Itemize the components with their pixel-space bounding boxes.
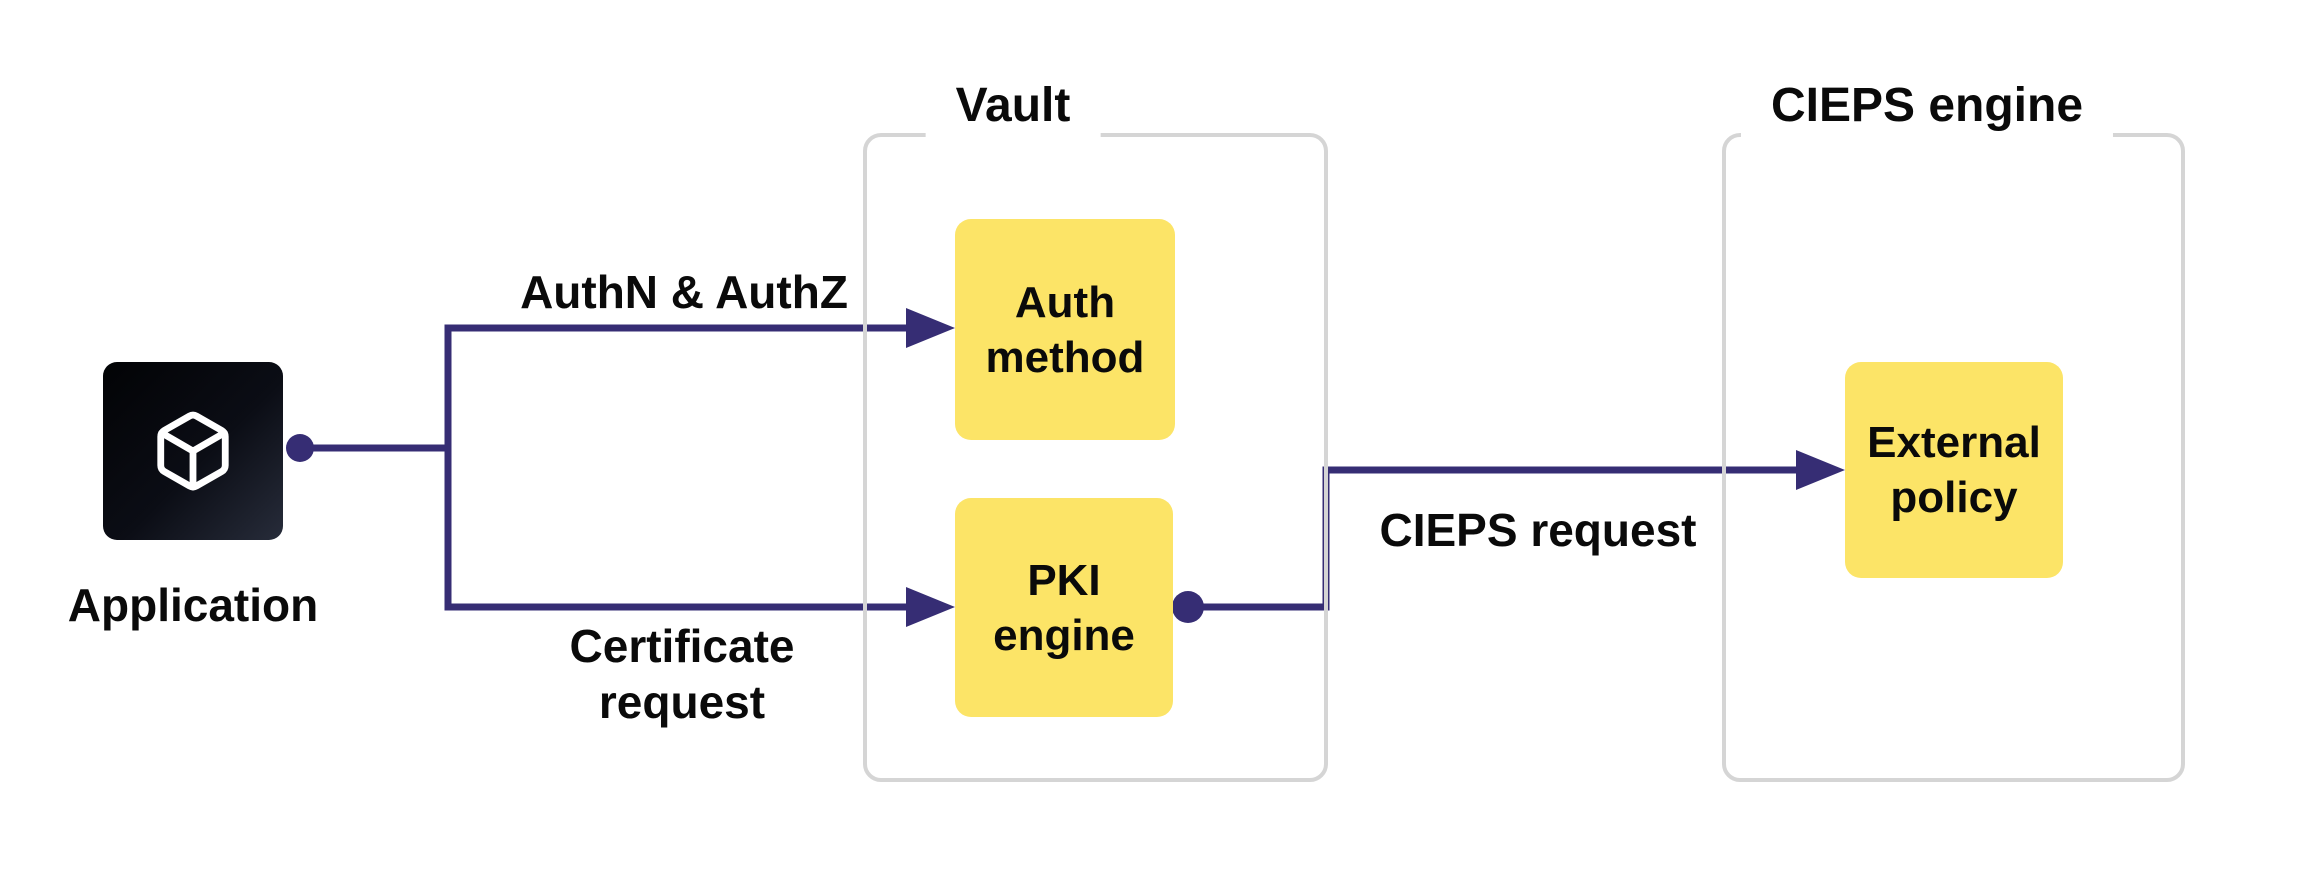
cieps-engine-group: CIEPS engine	[1722, 80, 2185, 782]
external-policy-node: External policy	[1845, 362, 2063, 578]
cube-icon	[150, 408, 236, 494]
auth-method-node: Auth method	[955, 219, 1175, 440]
pki-engine-node: PKI engine	[955, 498, 1173, 717]
edge-label-cieps-request: CIEPS request	[1379, 504, 1697, 556]
vault-group-label: Vault	[925, 80, 1101, 146]
edge-label-certificate-request: Certificate request	[569, 620, 795, 728]
vault-group: Vault	[863, 80, 1328, 782]
cieps-engine-group-label: CIEPS engine	[1740, 80, 2114, 146]
edge-label-authn-authz: AuthN & AuthZ	[520, 266, 848, 318]
connection-dot-application	[286, 434, 314, 462]
application-label: Application	[67, 579, 319, 631]
application-node	[103, 362, 283, 540]
